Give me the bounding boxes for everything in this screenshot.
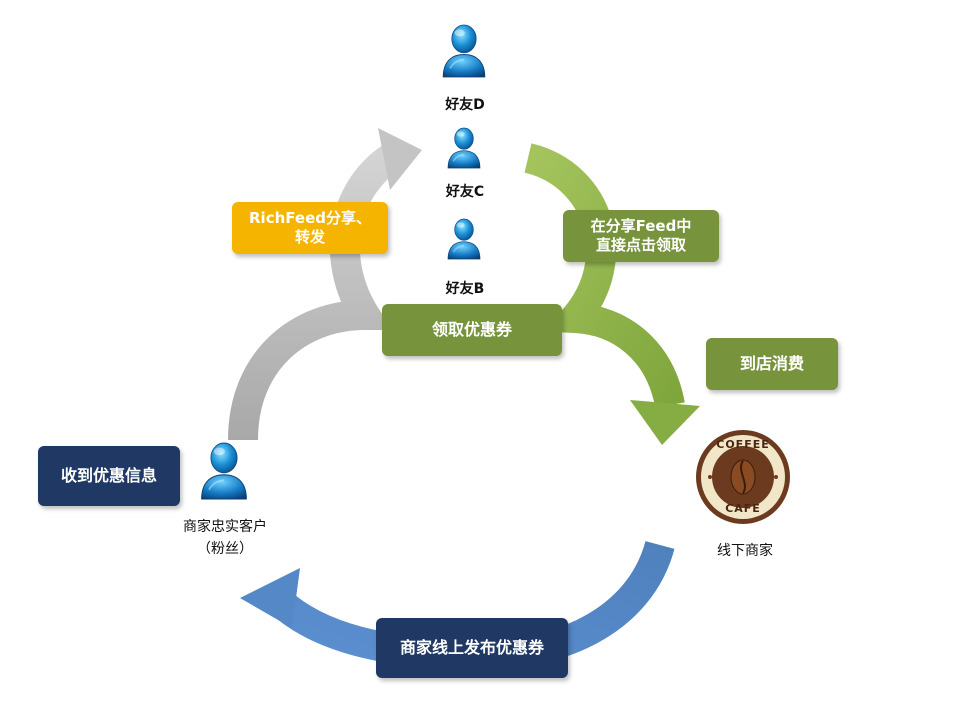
get-coupon-box: 领取优惠券 [382,304,562,356]
publish-coupon-label: 商家线上发布优惠券 [399,638,544,657]
person-icon-customer [200,441,248,501]
claim-feed-line1: 在分享Feed中 [590,217,692,236]
richfeed-line2: 转发 [294,228,325,246]
receive-info-label: 收到优惠信息 [60,466,157,485]
claim-in-feed-box: 在分享Feed中 直接点击领取 [563,210,719,262]
friend-b-label: 好友B [445,281,485,297]
customer-label-line2: （粉丝） [197,541,253,557]
publish-coupon-box: 商家线上发布优惠券 [376,618,568,678]
richfeed-line1: RichFeed分享、 [249,209,371,228]
logo-bottom-text: CAFE [725,502,761,515]
richfeed-share-box: RichFeed分享、 转发 [232,202,388,254]
visit-store-box: 到店消费 [706,338,838,390]
claim-arrow [523,143,700,445]
logo-top-text: COFFEE [716,438,770,451]
person-icon-friend-c [447,127,481,169]
get-coupon-label: 领取优惠券 [431,320,512,339]
receive-info-box: 收到优惠信息 [38,446,180,506]
visit-store-label: 到店消费 [739,354,804,373]
friend-c-label: 好友C [445,184,485,200]
share-arrow [228,128,422,441]
merchant-label: 线下商家 [717,543,773,559]
customer-label-line1: 商家忠实客户 [183,519,267,535]
person-icon-friend-d [442,24,486,78]
person-icon-friend-b [447,218,481,260]
friend-d-label: 好友D [445,97,485,113]
coffee-cafe-logo [696,430,790,524]
claim-feed-line2: 直接点击领取 [595,236,686,254]
